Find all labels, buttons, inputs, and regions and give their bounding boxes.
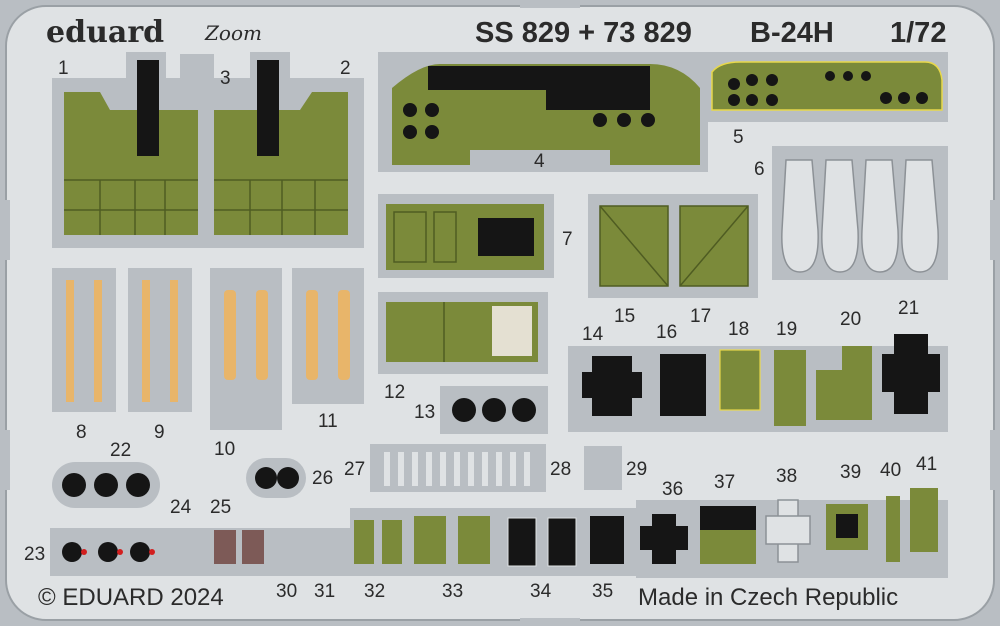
parts-36-41 (636, 488, 948, 578)
bottom-strip-parts (50, 508, 640, 576)
part-label-10: 10 (214, 439, 235, 460)
part-label-28: 28 (550, 459, 571, 480)
part-label-5: 5 (733, 127, 744, 148)
part-29 (584, 446, 622, 490)
set-code: SS 829 + 73 829 (475, 17, 692, 49)
part-label-9: 9 (154, 422, 165, 443)
part-label-38: 38 (776, 466, 797, 487)
part-label-14: 14 (582, 324, 604, 345)
part-label-41: 41 (916, 454, 937, 475)
part-4-instrument-panel (378, 52, 708, 172)
part-label-3: 3 (220, 68, 231, 89)
zoom-logo: Zoom (204, 21, 262, 45)
part-label-37: 37 (714, 472, 735, 493)
part-3 (180, 54, 214, 98)
part-label-19: 19 (776, 319, 797, 340)
part-15-17-doors (588, 194, 758, 298)
part-label-21: 21 (898, 298, 919, 319)
part-label-16: 16 (656, 322, 677, 343)
part-label-22: 22 (110, 440, 131, 461)
part-1-2-seat-panels (52, 52, 364, 248)
part-label-8: 8 (76, 422, 87, 443)
part-label-35: 35 (592, 581, 613, 602)
part-label-18: 18 (728, 319, 749, 340)
part-label-17: 17 (690, 306, 711, 327)
parts-14-21-panels (568, 334, 948, 432)
part-label-32: 32 (364, 581, 385, 602)
part-label-33: 33 (442, 581, 463, 602)
part-label-2: 2 (340, 58, 351, 79)
part-label-40: 40 (880, 460, 901, 481)
origin-text: Made in Czech Republic (638, 584, 898, 611)
scale-label: 1/72 (890, 17, 946, 49)
part-6-seat-frames (772, 146, 948, 280)
part-label-12: 12 (384, 382, 405, 403)
part-label-11: 11 (318, 411, 338, 432)
part-label-34: 34 (530, 581, 552, 602)
part-label-23: 23 (24, 544, 45, 565)
part-label-27: 27 (344, 459, 365, 480)
part-label-39: 39 (840, 462, 861, 483)
aircraft-name: B-24H (750, 17, 834, 49)
part-label-29: 29 (626, 459, 647, 480)
part-12-panel (378, 292, 548, 374)
part-5-panel (700, 52, 948, 122)
part-label-20: 20 (840, 309, 861, 330)
part-label-31: 31 (314, 581, 335, 602)
part-label-6: 6 (754, 159, 765, 180)
part-label-30: 30 (276, 581, 297, 602)
part-label-1: 1 (58, 58, 69, 79)
part-label-25: 25 (210, 497, 231, 518)
part-label-13: 13 (414, 402, 435, 423)
part-26-gauges (246, 458, 306, 498)
part-label-36: 36 (662, 479, 683, 500)
part-13-gauges (440, 386, 548, 434)
parts-27-28-levers (370, 444, 546, 492)
copyright-text: © EDUARD 2024 (38, 584, 224, 611)
parts-8-11-seat-harness (52, 268, 364, 430)
part-label-26: 26 (312, 468, 333, 489)
part-22-gauges (52, 462, 160, 508)
part-label-24: 24 (170, 497, 192, 518)
part-label-7: 7 (562, 229, 573, 250)
part-7-panel (378, 194, 554, 278)
part-label-4: 4 (534, 151, 545, 172)
brand-logo: eduard (46, 15, 164, 50)
part-label-15: 15 (614, 306, 635, 327)
